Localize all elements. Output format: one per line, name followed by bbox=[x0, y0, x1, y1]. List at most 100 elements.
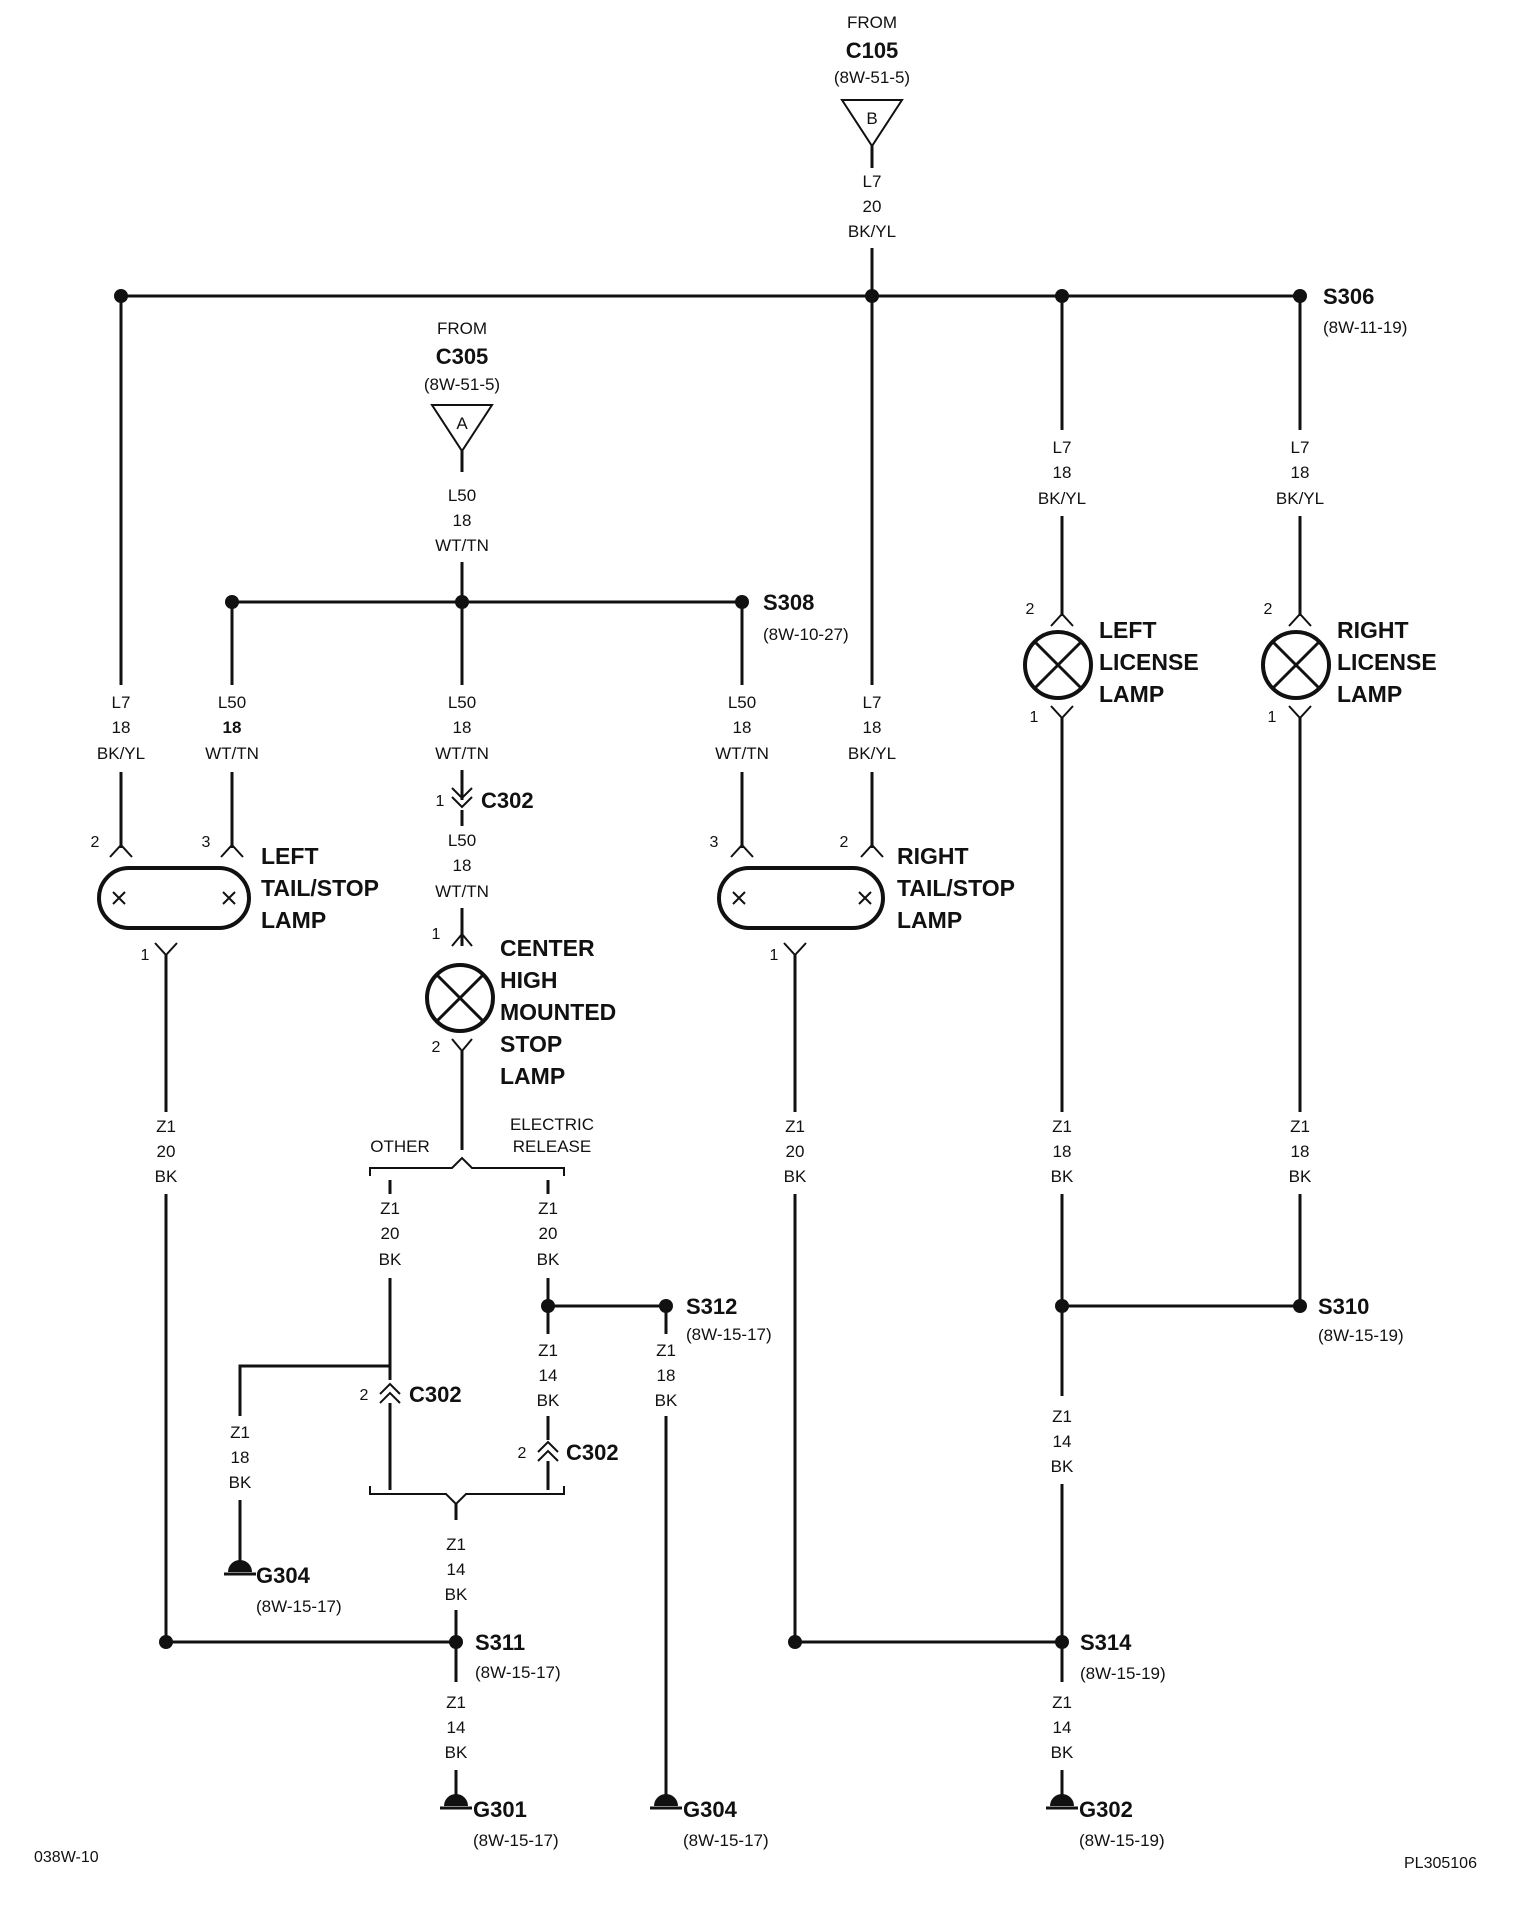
g304-right-id: G304 bbox=[683, 1797, 738, 1822]
svg-text:20: 20 bbox=[381, 1224, 400, 1243]
s306-ref: (8W-11-19) bbox=[1323, 318, 1407, 337]
svg-text:BK: BK bbox=[784, 1167, 807, 1186]
merge-14-wire-label: Z1 14 BK bbox=[445, 1535, 468, 1604]
g304-right-ground-icon bbox=[650, 1794, 682, 1810]
right-tail-filament-icon bbox=[858, 891, 872, 905]
svg-text:1: 1 bbox=[1268, 709, 1277, 726]
svg-text:2: 2 bbox=[1026, 601, 1035, 618]
svg-text:18: 18 bbox=[223, 718, 242, 737]
g301-ref: (8W-15-17) bbox=[473, 1831, 559, 1850]
right-license-lamp: 2 RIGHT LICENSE LAMP 1 bbox=[1261, 601, 1437, 726]
svg-text:TAIL/STOP: TAIL/STOP bbox=[261, 875, 379, 901]
svg-text:2: 2 bbox=[840, 834, 849, 851]
left-tail-filament-icon bbox=[112, 891, 126, 905]
left-tail-l50-wire-label: L50 18 WT/TN bbox=[205, 693, 259, 763]
s311-ref: (8W-15-17) bbox=[475, 1663, 561, 1682]
left-license-lamp: 2 LEFT LICENSE LAMP 1 bbox=[1023, 601, 1199, 726]
right-tail-lamp-body-icon bbox=[717, 866, 885, 930]
g301-id: G301 bbox=[473, 1797, 527, 1822]
footer-page-code: 038W-10 bbox=[34, 1849, 99, 1866]
left-lic-pin2-terminal-icon bbox=[1050, 612, 1074, 627]
svg-text:1: 1 bbox=[1030, 709, 1039, 726]
s306-id: S306 bbox=[1323, 284, 1374, 309]
svg-text:LICENSE: LICENSE bbox=[1337, 649, 1437, 675]
c302-left-id: C302 bbox=[409, 1382, 462, 1407]
c302-top-id: C302 bbox=[481, 788, 534, 813]
svg-text:BK: BK bbox=[1051, 1743, 1074, 1762]
svg-text:BK: BK bbox=[379, 1250, 402, 1269]
svg-text:18: 18 bbox=[733, 718, 752, 737]
s308-id: S308 bbox=[763, 590, 814, 615]
svg-text:Z1: Z1 bbox=[446, 1535, 466, 1554]
svg-text:2: 2 bbox=[91, 834, 100, 851]
right-lic-pin1-terminal-icon bbox=[1288, 705, 1312, 720]
svg-text:BK: BK bbox=[445, 1585, 468, 1604]
svg-text:LEFT: LEFT bbox=[1099, 617, 1157, 643]
c302-right-pin: 2 bbox=[518, 1445, 527, 1462]
g304-left-ref: (8W-15-17) bbox=[256, 1597, 342, 1616]
left-tail-lamp-body-icon bbox=[97, 866, 251, 930]
svg-text:L50: L50 bbox=[218, 693, 246, 712]
svg-text:1: 1 bbox=[141, 947, 150, 964]
svg-text:Z1: Z1 bbox=[785, 1117, 805, 1136]
s308-ref: (8W-10-27) bbox=[763, 625, 849, 644]
s310-id: S310 bbox=[1318, 1294, 1369, 1319]
right-tail-filament-icon bbox=[732, 891, 746, 905]
svg-text:14: 14 bbox=[447, 1560, 466, 1579]
svg-text:20: 20 bbox=[863, 197, 882, 216]
svg-text:Z1: Z1 bbox=[380, 1199, 400, 1218]
svg-text:L50: L50 bbox=[728, 693, 756, 712]
svg-text:L7: L7 bbox=[1053, 438, 1072, 457]
c105-letter: B bbox=[866, 109, 877, 128]
c302-right-connector-icon bbox=[537, 1440, 559, 1462]
chmsl-bulb-icon bbox=[425, 963, 495, 1033]
c302-right-id: C302 bbox=[566, 1440, 619, 1465]
center-high-mounted-stop-lamp: 1 CENTER HIGH MOUNTED STOP LAMP 2 bbox=[425, 926, 616, 1089]
center-l50-wire-label-b: L50 18 WT/TN bbox=[435, 831, 489, 901]
c302-top-pin: 1 bbox=[436, 793, 445, 810]
right-tail-l50-wire-label: L50 18 WT/TN bbox=[715, 693, 769, 763]
svg-text:L50: L50 bbox=[448, 693, 476, 712]
svg-text:Z1: Z1 bbox=[1052, 1407, 1072, 1426]
c105-connector-triangle-icon bbox=[840, 99, 904, 148]
svg-text:18: 18 bbox=[1291, 463, 1310, 482]
svg-text:18: 18 bbox=[863, 718, 882, 737]
c305-id: C305 bbox=[436, 344, 489, 369]
svg-text:BK: BK bbox=[229, 1473, 252, 1492]
svg-text:LAMP: LAMP bbox=[261, 907, 326, 933]
svg-text:18: 18 bbox=[453, 511, 472, 530]
svg-text:Z1: Z1 bbox=[1052, 1693, 1072, 1712]
g304-left-id: G304 bbox=[256, 1563, 311, 1588]
left-tail-filament-icon bbox=[222, 891, 236, 905]
svg-text:14: 14 bbox=[539, 1366, 558, 1385]
svg-text:CENTER: CENTER bbox=[500, 935, 595, 961]
svg-text:1: 1 bbox=[770, 947, 779, 964]
svg-text:BK: BK bbox=[445, 1743, 468, 1762]
svg-text:BK: BK bbox=[155, 1167, 178, 1186]
svg-text:LAMP: LAMP bbox=[1337, 681, 1402, 707]
right-tail-stop-lamp: 3 2 RIGHT TAIL/STOP LAMP 1 bbox=[710, 834, 1015, 964]
svg-text:20: 20 bbox=[786, 1142, 805, 1161]
svg-text:RIGHT: RIGHT bbox=[897, 843, 969, 869]
svg-text:18: 18 bbox=[1053, 463, 1072, 482]
svg-text:L7: L7 bbox=[1291, 438, 1310, 457]
chmsl-bulb-cross-icon bbox=[435, 973, 485, 1023]
svg-text:BK: BK bbox=[1051, 1457, 1074, 1476]
svg-text:18: 18 bbox=[112, 718, 131, 737]
option-electric-label: ELECTRIC bbox=[510, 1115, 594, 1134]
right-lic-pin2-terminal-icon bbox=[1288, 612, 1312, 627]
left-tail-pin3-terminal-icon bbox=[220, 843, 244, 858]
svg-text:BK/YL: BK/YL bbox=[97, 744, 145, 763]
svg-text:Z1: Z1 bbox=[1052, 1117, 1072, 1136]
svg-text:2: 2 bbox=[1264, 601, 1273, 618]
right-tail-pin3-terminal-icon bbox=[730, 843, 754, 858]
svg-text:L7: L7 bbox=[863, 172, 882, 191]
svg-text:Z1: Z1 bbox=[538, 1341, 558, 1360]
svg-text:BK: BK bbox=[655, 1391, 678, 1410]
right-lic-feed-wire-label: L7 18 BK/YL bbox=[1276, 438, 1324, 508]
g302-ref: (8W-15-19) bbox=[1079, 1831, 1165, 1850]
svg-text:STOP: STOP bbox=[500, 1031, 562, 1057]
svg-text:18: 18 bbox=[453, 718, 472, 737]
svg-text:BK/YL: BK/YL bbox=[848, 744, 896, 763]
